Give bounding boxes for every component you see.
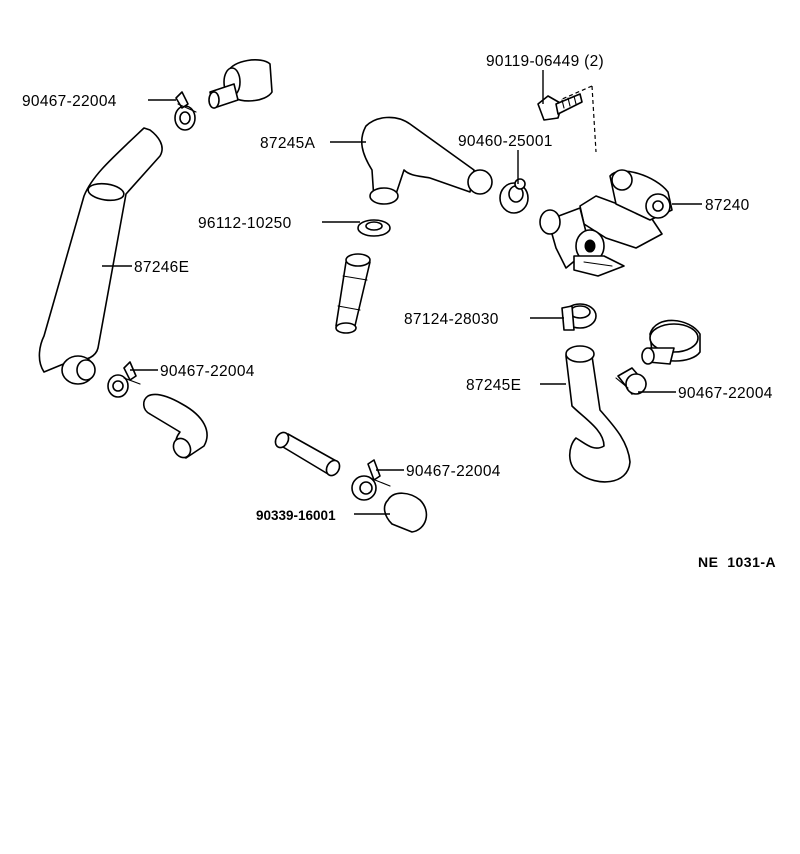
leader-lines (102, 70, 702, 515)
clamp-right (615, 367, 647, 395)
label-vsv-87240: 87240 (705, 197, 750, 214)
bolt-90119 (537, 93, 583, 121)
fitting-top-left (208, 59, 273, 109)
hose-87246e (38, 127, 163, 385)
label-cap-90339: 90339-16001 (256, 508, 336, 523)
vsv-87240 (539, 169, 673, 277)
clamp-top-left (174, 91, 197, 131)
label-clip-90460: 90460-25001 (458, 133, 553, 150)
label-clip-96112: 96112-10250 (198, 215, 292, 232)
reference-code: NE 1031-A (698, 554, 776, 570)
tube-short-straight (335, 253, 371, 334)
label-clamp-87124: 87124-28030 (404, 311, 499, 328)
label-clamp-bottom: 90467-22004 (406, 463, 501, 480)
label-clamp-left-middle: 90467-22004 (160, 363, 255, 380)
label-bolt-top: 90119-06449 (2) (486, 53, 604, 70)
label-hose-87245a: 87245A (260, 135, 316, 152)
hose-87245e (565, 345, 631, 483)
clip-90460 (499, 178, 529, 214)
hose-short-bent (142, 393, 208, 459)
fitting-right (641, 319, 701, 365)
clamp-bottom (351, 459, 391, 501)
label-clamp-top-left: 90467-22004 (22, 93, 117, 110)
label-clamp-right: 90467-22004 (678, 385, 773, 402)
label-hose-87245e: 87245E (466, 377, 521, 394)
clip-96112 (357, 219, 391, 237)
clamp-left-middle (107, 361, 141, 398)
label-hose-87246e: 87246E (134, 259, 189, 276)
hose-87245a (360, 116, 493, 205)
cap-90339 (383, 492, 428, 533)
clamp-87124 (561, 303, 597, 331)
pipe-bottom (274, 431, 341, 477)
